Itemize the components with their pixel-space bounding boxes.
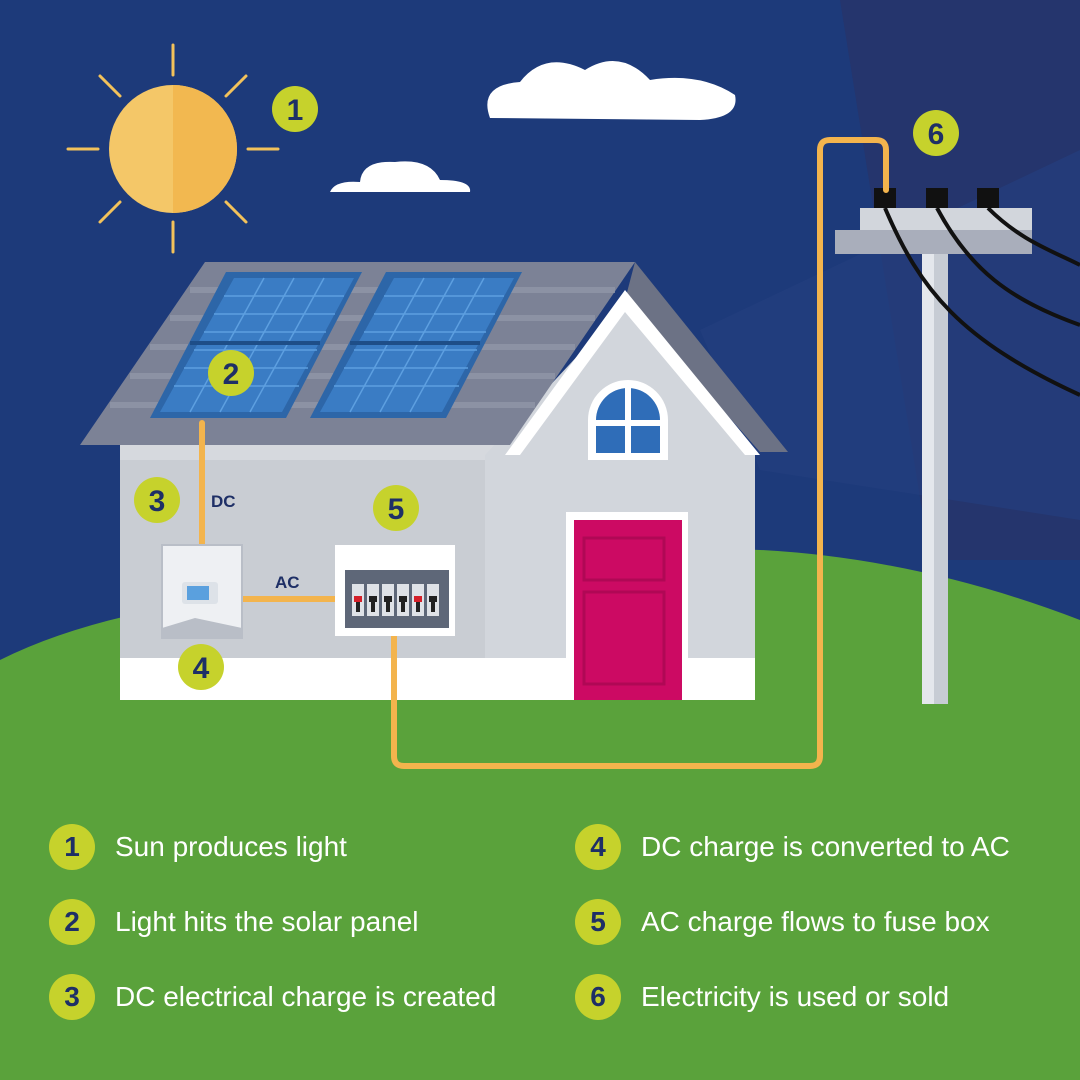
front-door <box>566 512 688 700</box>
legend-number: 4 <box>575 824 621 870</box>
ac-label: AC <box>275 573 300 592</box>
badge-1: 1 <box>272 86 318 132</box>
solar-panel-left <box>150 272 362 418</box>
legend-item: 5 AC charge flows to fuse box <box>575 897 990 947</box>
gable-trim <box>505 290 760 455</box>
legend-number: 3 <box>49 974 95 1020</box>
cloud-large <box>487 61 736 120</box>
badge-2-number: 2 <box>223 358 240 391</box>
legend-item: 4 DC charge is converted to AC <box>575 822 1010 872</box>
sun-icon <box>66 43 280 254</box>
legend-item: 6 Electricity is used or sold <box>575 972 949 1022</box>
legend-number: 5 <box>575 899 621 945</box>
badge-3-number: 3 <box>149 485 166 518</box>
legend-number: 2 <box>49 899 95 945</box>
badge-6-number: 6 <box>928 118 945 151</box>
legend-text: Sun produces light <box>115 831 347 862</box>
badge-3: 3 <box>134 477 180 523</box>
badge-4: 4 <box>178 644 224 690</box>
badge-6: 6 <box>913 110 959 156</box>
legend-number: 6 <box>575 974 621 1020</box>
legend-text: AC charge flows to fuse box <box>641 906 990 937</box>
legend-text: DC charge is converted to AC <box>641 831 1010 862</box>
dc-label: DC <box>211 492 236 511</box>
utility-pole <box>835 188 1080 704</box>
roof-right-slope <box>625 262 788 452</box>
legend: 1 Sun produces light 2 Light hits the so… <box>0 815 1080 1045</box>
legend-item: 3 DC electrical charge is created <box>49 972 496 1022</box>
legend-item: 1 Sun produces light <box>49 822 347 872</box>
badge-4-number: 4 <box>193 652 210 685</box>
badge-5: 5 <box>373 485 419 531</box>
window <box>588 380 668 460</box>
badge-5-number: 5 <box>388 493 405 526</box>
legend-text: Electricity is used or sold <box>641 981 950 1012</box>
legend-number: 1 <box>49 824 95 870</box>
legend-text: DC electrical charge is created <box>115 981 497 1012</box>
inverter <box>161 544 243 639</box>
wire <box>199 137 889 769</box>
solar-panel-right <box>310 272 522 418</box>
legend-text: Light hits the solar panel <box>115 906 419 937</box>
legend-item: 2 Light hits the solar panel <box>49 897 419 947</box>
badge-2: 2 <box>208 350 254 396</box>
badge-1-number: 1 <box>287 94 304 127</box>
fuse-box <box>335 545 455 636</box>
cloud-small <box>330 161 471 192</box>
